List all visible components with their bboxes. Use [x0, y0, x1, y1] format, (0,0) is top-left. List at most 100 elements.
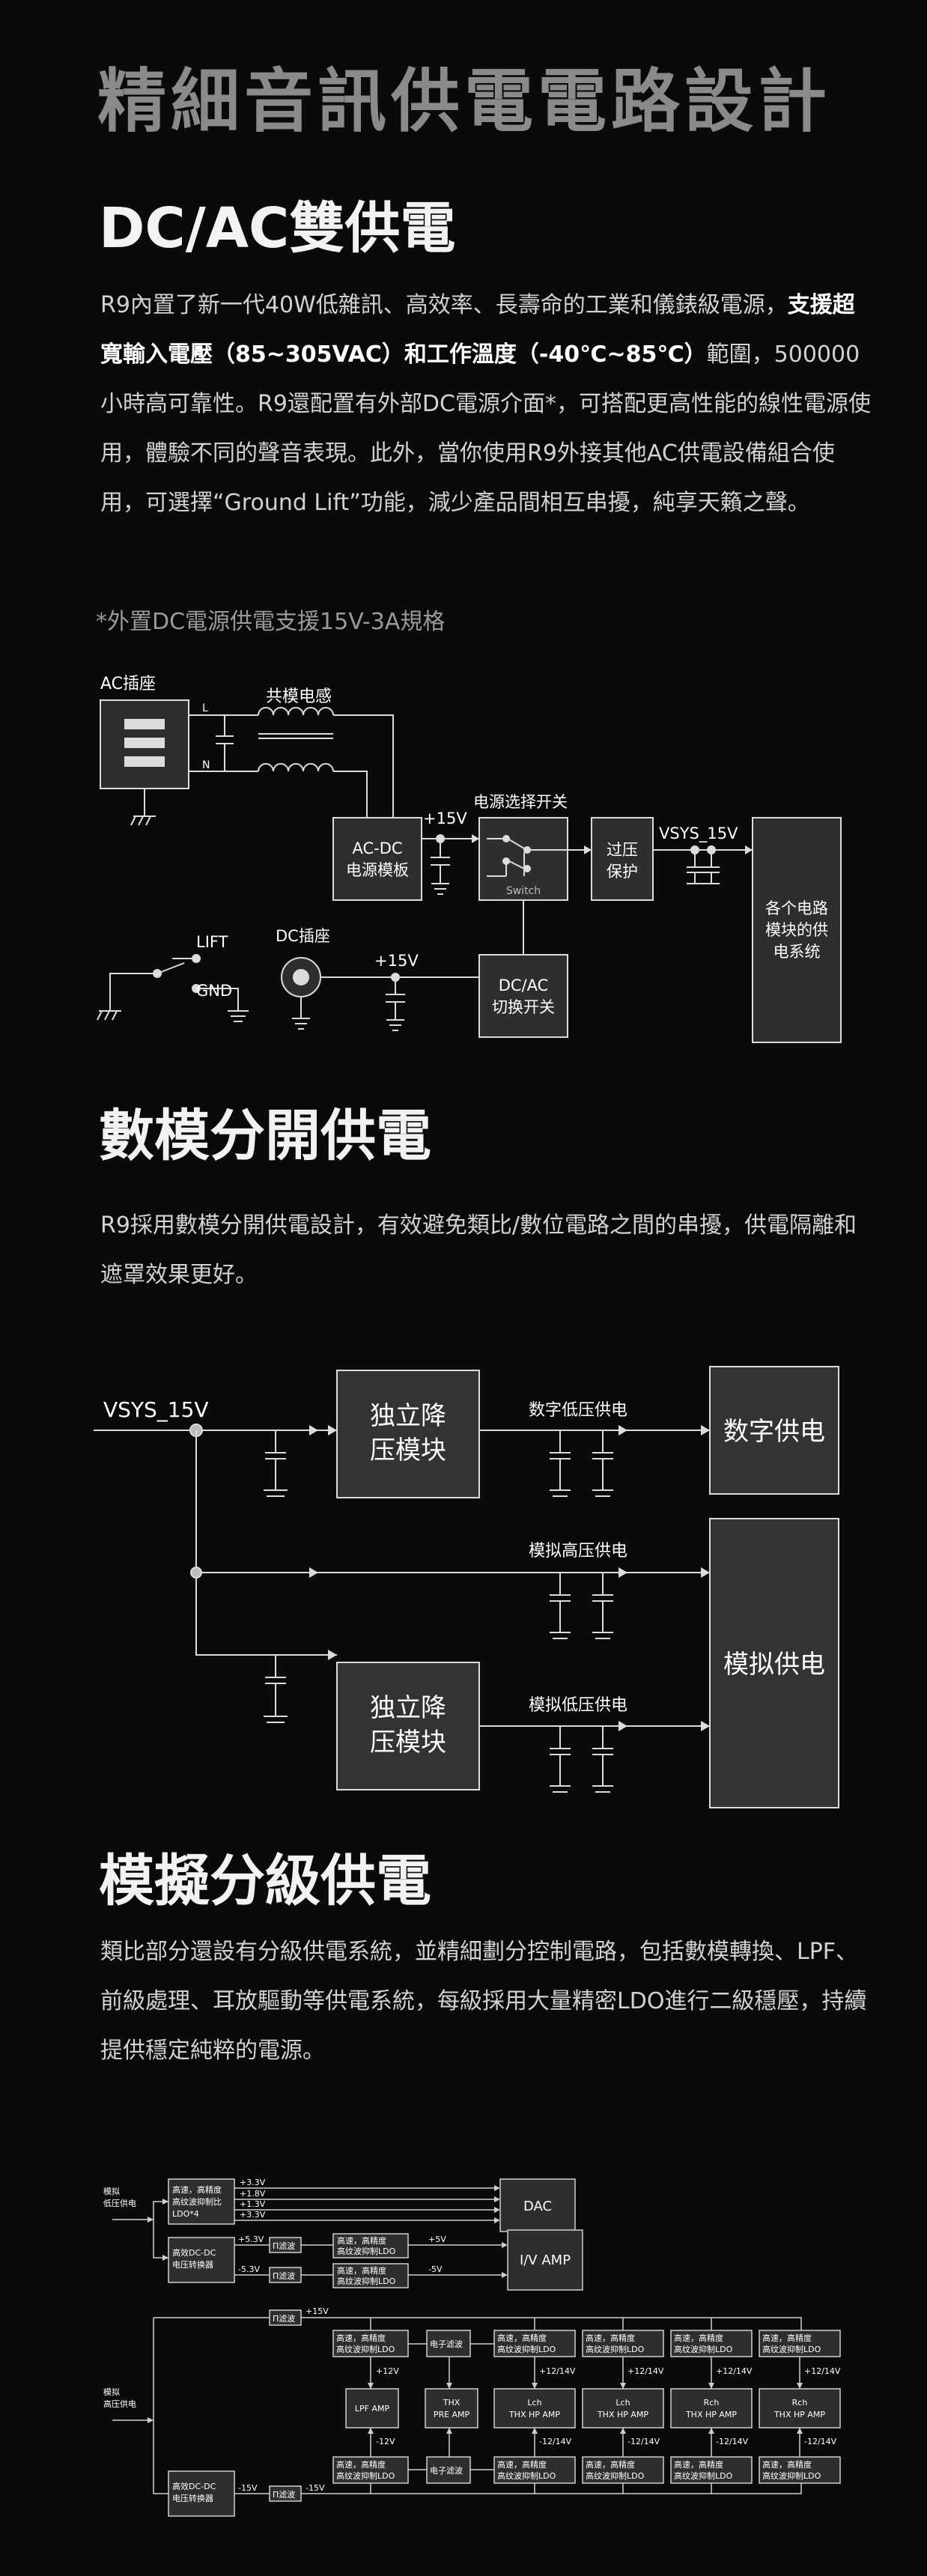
- ldo-block: [332, 2263, 409, 2288]
- paragraph-part: R9內置了新一代40W低雜訊、高效率、長壽命的工業和儀錶級電源，: [100, 292, 788, 318]
- ldo4-line2: 高纹波抑制比: [172, 2196, 222, 2207]
- ldo-line1: 高速，高精度: [674, 2333, 723, 2343]
- e-filter-block: [426, 2456, 471, 2484]
- section-paragraph-digital-analog: R9採用數模分開供電設計，有效避免類比/數位電路之間的串擾，供電隔離和遮罩效果更…: [100, 1212, 857, 1288]
- sys-line2: 模块的供: [765, 921, 828, 939]
- dcdc1-line1: 高效DC-DC: [172, 2247, 216, 2258]
- rail-label: -12V: [376, 2437, 395, 2446]
- thx-pre-line1: THX: [443, 2398, 461, 2408]
- ldo-line1: 高速，高精度: [497, 2333, 547, 2343]
- ldo-block: [493, 2456, 576, 2484]
- ldo-line2: 高纹波抑制LDO: [337, 2276, 396, 2286]
- ovp-line2: 保护: [607, 863, 638, 881]
- section-title-dc-ac: DC/AC雙供電: [99, 196, 456, 261]
- lch-amp-block: [493, 2388, 576, 2428]
- page-title: 精細音訊供電電路設計: [97, 61, 832, 142]
- ldo-line2: 高纹波抑制LDO: [762, 2344, 821, 2354]
- e-filter-label: 电子滤波: [430, 2466, 463, 2476]
- e-filter-label: 电子滤波: [430, 2339, 463, 2349]
- ac-socket-pin: [124, 719, 165, 729]
- ldo4-line3: LDO*4: [172, 2209, 199, 2219]
- rail-label: +15V: [306, 2306, 329, 2316]
- lift-label: LIFT: [196, 933, 228, 951]
- dc-ac-power-diagram: AC插座 共模电感 L N AC-DC 电源模板 +15V 电源选择开关 Swi…: [97, 675, 842, 1043]
- dc-ac-line1: DC/AC: [499, 976, 549, 994]
- digital-analog-split-diagram: VSYS_15V 独立降 压模块 独立降 压模块 数字低压供电 模拟高压供电 模…: [94, 1366, 839, 1808]
- section-title-analog-tiered: 模擬分級供電: [99, 1849, 431, 1913]
- ldo-line1: 高速，高精度: [586, 2333, 635, 2343]
- ldo-line1: 高速，高精度: [336, 2333, 386, 2343]
- dc-socket-label: DC插座: [276, 927, 330, 945]
- regulator-2-line1: 独立降: [370, 1693, 446, 1723]
- pi-filter-label: П滤波: [273, 2241, 295, 2251]
- dc-ac-line2: 切换开关: [492, 998, 555, 1016]
- rail-label: +12/14V: [627, 2366, 664, 2376]
- rail-label: -12/14V: [716, 2437, 749, 2446]
- dcdc-block-1: [168, 2237, 235, 2283]
- ac-dc-title: AC-DC: [352, 839, 402, 857]
- pi-filter-label: П滤波: [273, 2490, 295, 2500]
- rail-label: +3.3V: [240, 2178, 266, 2187]
- lch-line2: THX HP AMP: [597, 2410, 648, 2419]
- regulator-block-2: [336, 1662, 480, 1790]
- gnd-label: GND: [196, 982, 232, 1000]
- paragraph-highlight: 支援超寬輸入電壓（85~305VAC）和工作溫度（-40℃~85℃）: [100, 292, 855, 368]
- input-low-line2: 低压供电: [103, 2198, 136, 2208]
- input-low-line1: 模拟: [103, 2186, 120, 2196]
- dcdc-block-2: [168, 2470, 235, 2517]
- v15-dc-label: +15V: [374, 952, 419, 970]
- rail-label: +3.3V: [240, 2210, 266, 2220]
- ldo-line2: 高纹波抑制LDO: [674, 2344, 733, 2354]
- ldo-line2: 高纹波抑制LDO: [497, 2470, 556, 2481]
- ldo4-line1: 高速，高精度: [172, 2184, 222, 2195]
- rail-label: -5.3V: [238, 2264, 260, 2274]
- ldo-line1: 高速，高精度: [337, 2235, 386, 2246]
- lch-line2: THX HP AMP: [508, 2410, 560, 2419]
- ldo-line1: 高速，高精度: [336, 2459, 386, 2470]
- rch-line1: Rch: [704, 2398, 720, 2408]
- lch-line1: Lch: [616, 2398, 630, 2408]
- v15-acdc-label: +15V: [423, 809, 467, 827]
- ac-dc-subtitle: 电源模板: [346, 861, 409, 879]
- ac-socket-label: AC插座: [100, 675, 156, 693]
- dcdc2-line2: 电压转换器: [172, 2493, 213, 2503]
- common-mode-label: 共模电感: [266, 687, 332, 706]
- ldo-line1: 高速，高精度: [762, 2333, 812, 2343]
- input-high-line1: 模拟: [103, 2387, 120, 2397]
- ldo-line1: 高速，高精度: [762, 2459, 812, 2470]
- iv-amp-label: I/V AMP: [520, 2253, 571, 2268]
- analog-tiered-power-diagram: 模拟 低压供电 模拟 高压供电 高速，高精度 高纹波抑制比 LDO*4 +3.3…: [103, 2178, 841, 2517]
- section-paragraph-analog-tiered: 類比部分還設有分級供電系統，並精細劃分控制電路，包括數模轉換、LPF、前級處理、…: [100, 1939, 867, 2064]
- pi-filter-label: П滤波: [273, 2314, 295, 2324]
- ldo-block: [670, 2456, 753, 2484]
- lch-line1: Lch: [527, 2398, 541, 2408]
- analog-high-label: 模拟高压供电: [529, 1542, 627, 1561]
- dac-label: DAC: [523, 2199, 552, 2214]
- rail-label: +12/14V: [539, 2366, 576, 2376]
- regulator-block-1: [336, 1370, 480, 1498]
- rail-label: +12/14V: [716, 2366, 753, 2376]
- switch-title: 电源选择开关: [473, 793, 568, 811]
- switch-label: Switch: [506, 885, 541, 897]
- ldo-line2: 高纹波抑制LDO: [586, 2470, 645, 2481]
- rch-amp-block: [759, 2388, 841, 2428]
- paragraph-part: 範圍，500000小時高可靠性。R9還配置有外部DC電源介面*，可搭配更高性能的…: [100, 341, 871, 516]
- analog-supply-label: 模拟供电: [723, 1650, 825, 1680]
- rail-label: -15V: [306, 2483, 325, 2493]
- sys-line3: 电系统: [773, 943, 821, 961]
- system-power-block: [752, 817, 842, 1043]
- digital-low-label: 数字低压供电: [529, 1401, 627, 1420]
- regulator-1-line1: 独立降: [370, 1401, 446, 1431]
- ovp-line1: 过压: [607, 841, 638, 859]
- dcdc1-line2: 电压转换器: [172, 2259, 213, 2270]
- rch-line2: THX HP AMP: [773, 2410, 825, 2419]
- digital-supply-label: 数字供电: [723, 1417, 825, 1447]
- rail-label: -12/14V: [627, 2437, 660, 2446]
- rail-label: -12/14V: [539, 2437, 572, 2446]
- rail-label: -15V: [238, 2483, 258, 2493]
- lpf-amp-block: [345, 2388, 399, 2428]
- lch-amp-block: [582, 2388, 664, 2428]
- pi-filter-label: П滤波: [273, 2271, 295, 2281]
- rail-label: +12V: [376, 2366, 399, 2376]
- ac-socket-pin: [124, 738, 165, 748]
